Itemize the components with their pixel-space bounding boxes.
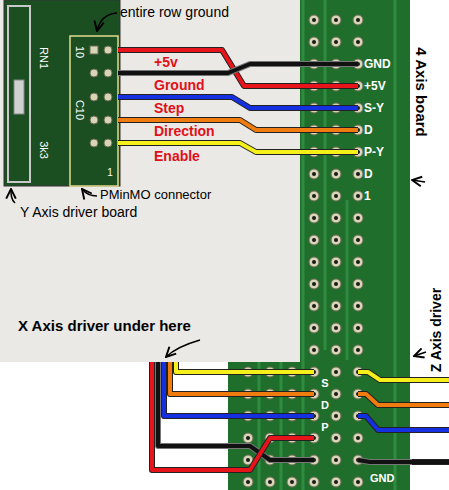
silkscreen-text: 3k3 xyxy=(38,141,50,159)
node-label: Z Axis driver xyxy=(429,288,444,372)
resistor-network xyxy=(8,6,30,182)
driver-area: Z Axis driver xyxy=(412,286,449,476)
wire xyxy=(170,362,314,394)
signal-label: Step xyxy=(152,101,186,116)
wire-outline xyxy=(358,394,412,405)
wire-outline xyxy=(358,460,412,462)
wire-core xyxy=(176,362,314,372)
wire-outline xyxy=(358,416,412,430)
silkscreen-text: 10 xyxy=(74,46,86,58)
node-label: Y Axis driver board xyxy=(20,205,137,220)
silkscreen-text: C10 xyxy=(74,100,86,120)
pin-label: D xyxy=(364,168,373,181)
note-label: entire row ground xyxy=(120,5,229,20)
wire xyxy=(158,362,314,460)
wire-outline xyxy=(176,362,314,372)
wire xyxy=(358,460,412,462)
pin-label: D xyxy=(364,124,373,137)
wire-core xyxy=(152,362,314,470)
wire-core xyxy=(164,362,314,416)
wire-core xyxy=(358,372,412,380)
wire-stub-outline xyxy=(412,380,449,462)
resistor-body xyxy=(14,80,24,114)
pin-label: GND xyxy=(370,472,394,484)
axis-board: 4 Axis board xyxy=(228,0,410,490)
wire xyxy=(176,362,314,372)
node-label: 4 Axis board xyxy=(413,47,430,136)
wire-stubs xyxy=(411,380,449,462)
pin-label: P xyxy=(321,421,328,433)
wire-core xyxy=(358,460,412,462)
silkscreen-text: 1 xyxy=(107,167,113,178)
signal-label: Enable xyxy=(152,149,202,164)
signal-label: +5v xyxy=(152,55,180,70)
wire xyxy=(164,362,314,416)
driver-pcb xyxy=(4,0,120,186)
pin-label: +5V xyxy=(364,80,386,93)
signal-label: Ground xyxy=(152,78,207,93)
connector-outline xyxy=(70,36,118,186)
pin-label: GND xyxy=(364,58,391,71)
driver-board: Y Axis driver boardRN13k3PMinMO connecto… xyxy=(4,0,120,186)
node-label: PMinMO connector xyxy=(100,188,211,202)
pin-connector: PMinMO connector10C101 xyxy=(70,36,118,186)
leader-lines xyxy=(11,13,426,357)
wire-core xyxy=(158,362,314,460)
wire-core xyxy=(358,394,412,405)
pin-label: D xyxy=(321,399,329,411)
wire-outline xyxy=(164,362,314,416)
wire-outline xyxy=(358,372,412,380)
wire-outline xyxy=(158,362,314,460)
wire xyxy=(152,362,314,470)
wire-outline xyxy=(152,362,314,470)
wire-core xyxy=(358,416,412,430)
wire xyxy=(358,416,412,430)
driver-area: X Axis driver under here xyxy=(0,0,300,362)
wire xyxy=(358,394,412,405)
pin-label: 1 xyxy=(364,190,371,203)
pin-label: S-Y xyxy=(364,102,384,115)
pin-label: P-Y xyxy=(364,146,384,159)
wire-core xyxy=(170,362,314,394)
silkscreen-text: RN1 xyxy=(38,47,50,69)
node-label: X Axis driver under here xyxy=(18,318,191,335)
wire-outline xyxy=(170,362,314,394)
signal-label: Direction xyxy=(152,124,217,139)
wire xyxy=(358,372,412,380)
connector-pins xyxy=(90,46,112,147)
photo-panel xyxy=(0,0,300,362)
pin-label: S xyxy=(321,377,328,389)
